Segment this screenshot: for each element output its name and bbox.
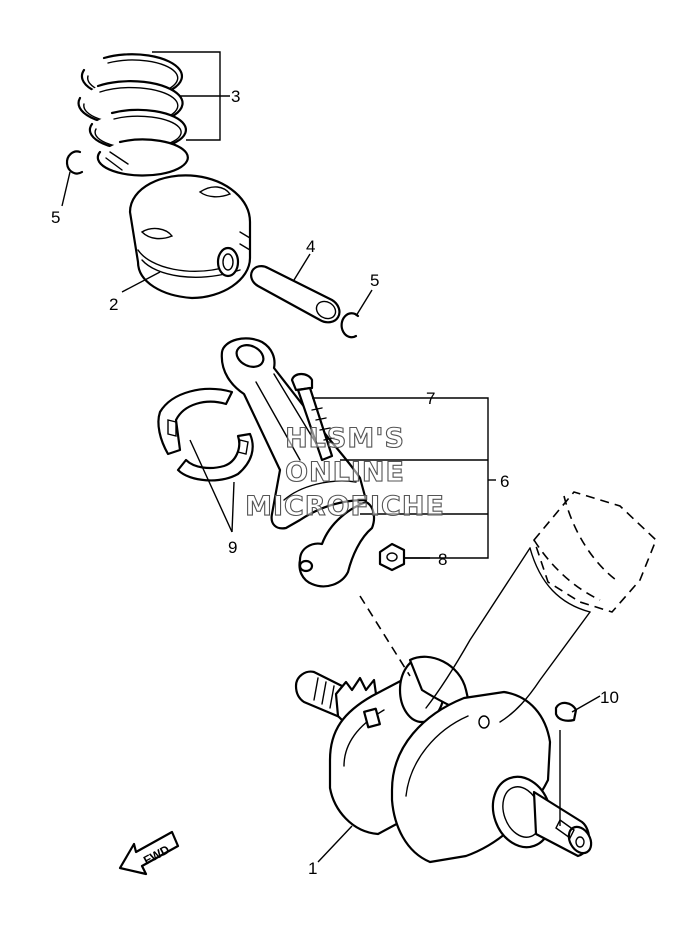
callout-5-left: 5 <box>51 208 60 227</box>
phantom-piston-outline <box>359 491 657 723</box>
rod-bolt <box>290 372 335 462</box>
callout-7: 7 <box>426 389 435 408</box>
rod-nut <box>378 542 406 572</box>
callout-10: 10 <box>600 688 619 707</box>
connecting-rod <box>220 337 368 530</box>
forward-arrow: FWD <box>118 830 180 876</box>
piston-pin <box>250 265 341 324</box>
callout-9: 9 <box>228 538 237 557</box>
callout-4: 4 <box>306 237 315 256</box>
woodruff-key <box>554 701 578 722</box>
circlip-right <box>340 312 360 339</box>
leader-lines <box>61 51 601 863</box>
crankshaft <box>294 655 593 864</box>
callout-1: 1 <box>308 859 317 878</box>
callout-2: 2 <box>109 295 118 314</box>
big-end-bearing-shells <box>157 387 254 482</box>
callout-8: 8 <box>438 550 447 569</box>
callout-6: 6 <box>500 472 509 491</box>
circlip-left <box>65 150 84 175</box>
piston-ring-set <box>77 53 189 177</box>
callout-3: 3 <box>231 87 240 106</box>
rod-cap <box>298 500 376 588</box>
callout-5-right: 5 <box>370 271 379 290</box>
piston <box>128 174 252 300</box>
callout-labels: 3 5 2 4 5 7 6 9 8 10 1 <box>51 87 619 878</box>
